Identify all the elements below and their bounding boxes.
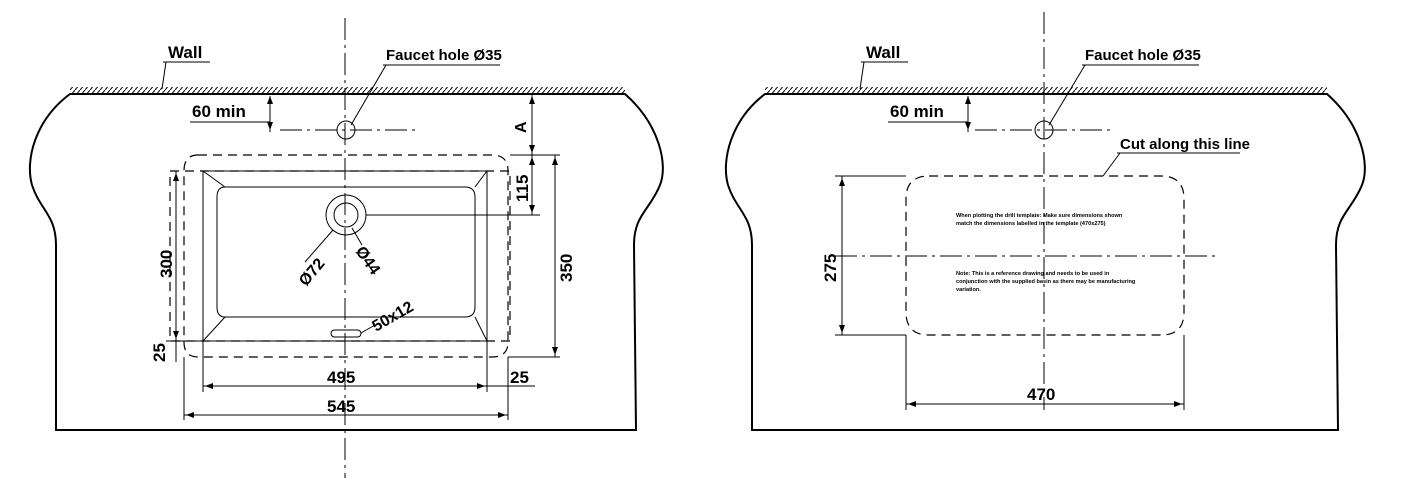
right-faucet-leader-down — [1048, 64, 1086, 126]
left-a-label: A — [513, 121, 530, 133]
right-note-2-line1: Note: This is a reference drawing and ne… — [956, 271, 1110, 277]
left-bowl-corner-bl — [202, 316, 226, 342]
left-300-arrow-top — [173, 173, 179, 181]
left-faucet-leader-down — [350, 64, 387, 126]
right-470-arrow-r — [1174, 401, 1182, 407]
left-overflow-slot — [330, 329, 362, 338]
left-dia44-leader — [351, 227, 363, 246]
right-dim-275: 275 — [821, 254, 840, 282]
left-bowl-corner-tr — [474, 170, 488, 188]
right-275-arrow-top — [839, 178, 845, 186]
right-faucet-label: Faucet hole Ø35 — [1085, 47, 1201, 64]
left-min-arrow-bottom — [267, 122, 273, 130]
right-note-1-line2: match the dimensions labelled in the tem… — [956, 221, 1106, 227]
left-drain-outer — [325, 194, 367, 236]
left-115-arrow-bottom — [529, 205, 535, 213]
right-cut-label: Cut along this line — [1120, 136, 1250, 153]
left-drain-inner — [333, 202, 359, 228]
left-basin-dashed-rim — [169, 170, 511, 342]
right-wall-label: Wall — [866, 43, 900, 62]
right-dim-470: 470 — [1027, 385, 1055, 404]
left-dim-25-right: 25 — [510, 368, 529, 387]
left-dim-545: 545 — [327, 397, 355, 416]
right-note-1-line1: When plotting the drill template: Make s… — [956, 213, 1123, 219]
left-dim-300: 300 — [157, 250, 176, 278]
left-dim-115: 115 — [513, 175, 532, 202]
right-view: Wall Faucet hole Ø35 60 min Cut along th… — [724, 12, 1366, 431]
right-470-arrow-l — [908, 401, 916, 407]
left-dia-72: Ø72 — [296, 255, 329, 289]
left-545-arrow-r — [498, 412, 506, 418]
right-min-label: 60 min — [890, 102, 944, 121]
left-a-arrow-top — [529, 96, 535, 104]
left-115-arrow-top — [529, 157, 535, 165]
left-min-label: 60 min — [192, 102, 246, 121]
left-dim-495: 495 — [327, 368, 355, 387]
right-note-2-line2: conjunction with the supplied basin as t… — [956, 279, 1136, 285]
right-min-arrow-top — [965, 96, 971, 104]
left-dia72-leader — [304, 229, 334, 263]
left-slot-leader — [360, 324, 376, 334]
left-wall-hatch — [70, 87, 625, 94]
left-basin-outer-outline — [183, 154, 509, 358]
right-wall-leader-down — [859, 61, 865, 90]
right-countertop-outline — [724, 93, 1366, 431]
left-view: Wall Faucet hole Ø35 60 min A — [28, 18, 664, 478]
left-350-arrow-bottom — [552, 347, 558, 355]
left-wall-leader-down — [161, 61, 167, 90]
right-275-arrow-bottom — [839, 325, 845, 333]
left-dim-350: 350 — [557, 254, 576, 282]
left-350-arrow-top — [552, 157, 558, 165]
right-note-2-line3: variation. — [956, 287, 981, 293]
left-300-arrow-bottom — [173, 331, 179, 339]
right-cut-leader-down — [1102, 152, 1121, 177]
left-countertop-outline — [28, 93, 664, 431]
left-basin-inner-bowl — [216, 186, 476, 318]
left-min-arrow-top — [267, 96, 273, 104]
left-wall-label: Wall — [168, 43, 202, 62]
left-slot-label: 50x12 — [370, 298, 417, 335]
left-a-arrow-bottom — [529, 145, 535, 153]
left-dim-25-left: 25 — [150, 343, 169, 362]
right-min-arrow-bottom — [965, 122, 971, 130]
left-495-arrow-l — [205, 383, 213, 389]
left-dia-44: Ø44 — [352, 244, 383, 279]
right-cut-template — [905, 175, 1185, 336]
right-wall-hatch — [765, 87, 1327, 94]
left-bowl-corner-tl — [202, 170, 226, 188]
left-bowl-corner-br — [474, 316, 488, 342]
left-545-arrow-l — [186, 412, 194, 418]
left-faucet-label: Faucet hole Ø35 — [386, 47, 502, 64]
left-495-arrow-r — [477, 383, 485, 389]
